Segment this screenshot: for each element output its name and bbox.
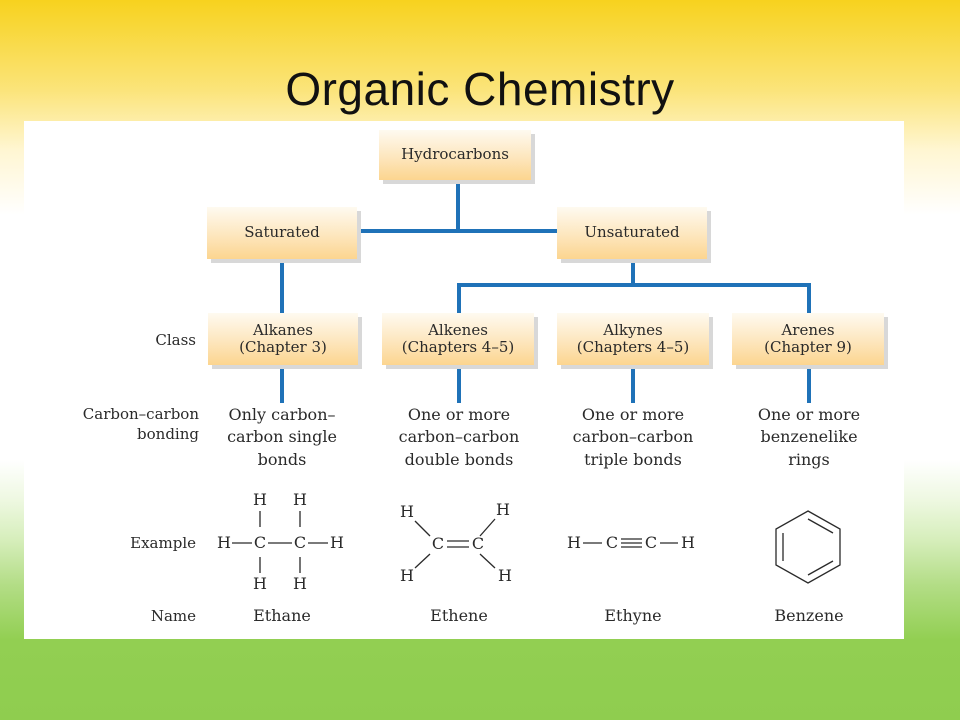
- connector-level1-horizontal: [356, 229, 558, 233]
- bonding-alkynes-line3: triple bonds: [584, 449, 682, 469]
- node-unsaturated-label: Unsaturated: [584, 223, 680, 242]
- node-hydrocarbons: Hydrocarbons: [379, 130, 531, 180]
- node-alkanes-name: Alkanes: [253, 320, 313, 339]
- atom-h: H: [217, 533, 231, 552]
- atom-c: C: [645, 533, 657, 552]
- atom-c: C: [294, 533, 306, 552]
- node-alkynes-chapter: (Chapters 4–5): [576, 338, 690, 356]
- bonding-alkenes-line2: carbon–carbon: [398, 427, 520, 447]
- node-arenes: Arenes (Chapter 9): [732, 313, 884, 365]
- atom-c: C: [432, 534, 444, 553]
- atom-c: C: [472, 534, 484, 553]
- node-hydrocarbons-label: Hydrocarbons: [401, 145, 509, 164]
- hydrocarbon-classification-diagram: Hydrocarbons Saturated Unsaturated Alkan…: [24, 121, 904, 639]
- bonding-arenes-line1: One or more: [757, 405, 861, 424]
- bonding-arenes-line2: benzenelike: [760, 427, 858, 447]
- atom-h: H: [253, 574, 267, 593]
- atom-h: H: [567, 533, 581, 552]
- bonding-arenes: One or more benzenelike rings: [729, 404, 889, 471]
- node-alkynes-name: Alkynes: [603, 320, 663, 339]
- connector-alkanes-bonding: [280, 365, 284, 403]
- atom-h: H: [293, 490, 307, 509]
- ethyne-structure: H C C H: [567, 533, 695, 552]
- node-alkenes: Alkenes (Chapters 4–5): [382, 313, 534, 365]
- row-label-example: Example: [130, 534, 196, 552]
- bonding-alkanes-line3: bonds: [257, 449, 307, 469]
- bonding-alkenes-line3: double bonds: [404, 449, 514, 469]
- bonding-alkanes-line2: carbon single: [227, 427, 337, 447]
- connector-alkenes-down: [457, 283, 461, 313]
- name-ethane: Ethane: [253, 606, 311, 625]
- atom-c: C: [606, 533, 618, 552]
- row-label-name: Name: [150, 607, 196, 625]
- bonding-alkanes: Only carbon– carbon single bonds: [202, 404, 362, 471]
- connector-root-down: [456, 179, 460, 231]
- bonding-alkanes-line1: Only carbon–: [228, 405, 336, 424]
- connector-unsaturated-horizontal: [457, 283, 811, 287]
- connector-unsaturated-down: [631, 258, 635, 286]
- node-alkanes-chapter: (Chapter 3): [239, 338, 327, 356]
- connector-arenes-bonding: [807, 365, 811, 403]
- atom-h: H: [400, 566, 414, 585]
- node-alkanes: Alkanes (Chapter 3): [208, 313, 358, 365]
- bonding-alkynes-line2: carbon–carbon: [572, 427, 694, 447]
- node-arenes-chapter: (Chapter 9): [764, 338, 852, 356]
- node-arenes-name: Arenes: [781, 320, 835, 339]
- ethane-structure: H H H C C H H H: [217, 490, 344, 593]
- node-unsaturated: Unsaturated: [557, 207, 707, 259]
- bonding-alkenes: One or more carbon–carbon double bonds: [379, 404, 539, 471]
- name-ethene: Ethene: [430, 606, 488, 625]
- connector-alkynes-bonding: [631, 365, 635, 403]
- node-alkenes-chapter: (Chapters 4–5): [401, 338, 515, 356]
- benzene-ring-structure: [775, 510, 841, 584]
- atom-h: H: [681, 533, 695, 552]
- name-ethyne: Ethyne: [604, 606, 662, 625]
- bonding-alkenes-line1: One or more: [407, 405, 511, 424]
- connector-saturated-down: [280, 258, 284, 314]
- bonding-alkynes: One or more carbon–carbon triple bonds: [553, 404, 713, 471]
- node-alkynes: Alkynes (Chapters 4–5): [557, 313, 709, 365]
- atom-h: H: [293, 574, 307, 593]
- ethene-structure: H H C C H H: [400, 500, 512, 585]
- atom-h: H: [400, 502, 414, 521]
- node-saturated-label: Saturated: [244, 223, 320, 242]
- name-benzene: Benzene: [774, 606, 844, 625]
- row-label-bonding-line1: Carbon–carbon: [82, 405, 199, 423]
- atom-c: C: [254, 533, 266, 552]
- slide-title: Organic Chemistry: [285, 63, 675, 115]
- bonding-alkynes-line1: One or more: [581, 405, 685, 424]
- atom-h: H: [498, 566, 512, 585]
- connector-alkenes-bonding: [457, 365, 461, 403]
- atom-h: H: [330, 533, 344, 552]
- bonding-arenes-line3: rings: [788, 449, 830, 469]
- atom-h: H: [253, 490, 267, 509]
- row-label-bonding-line2: bonding: [137, 425, 199, 444]
- node-saturated: Saturated: [207, 207, 357, 259]
- connector-arenes-down: [807, 283, 811, 313]
- atom-h: H: [496, 500, 510, 519]
- node-alkenes-name: Alkenes: [428, 320, 488, 339]
- row-label-class: Class: [155, 331, 196, 349]
- row-label-bonding: Carbon–carbon bonding: [44, 404, 199, 445]
